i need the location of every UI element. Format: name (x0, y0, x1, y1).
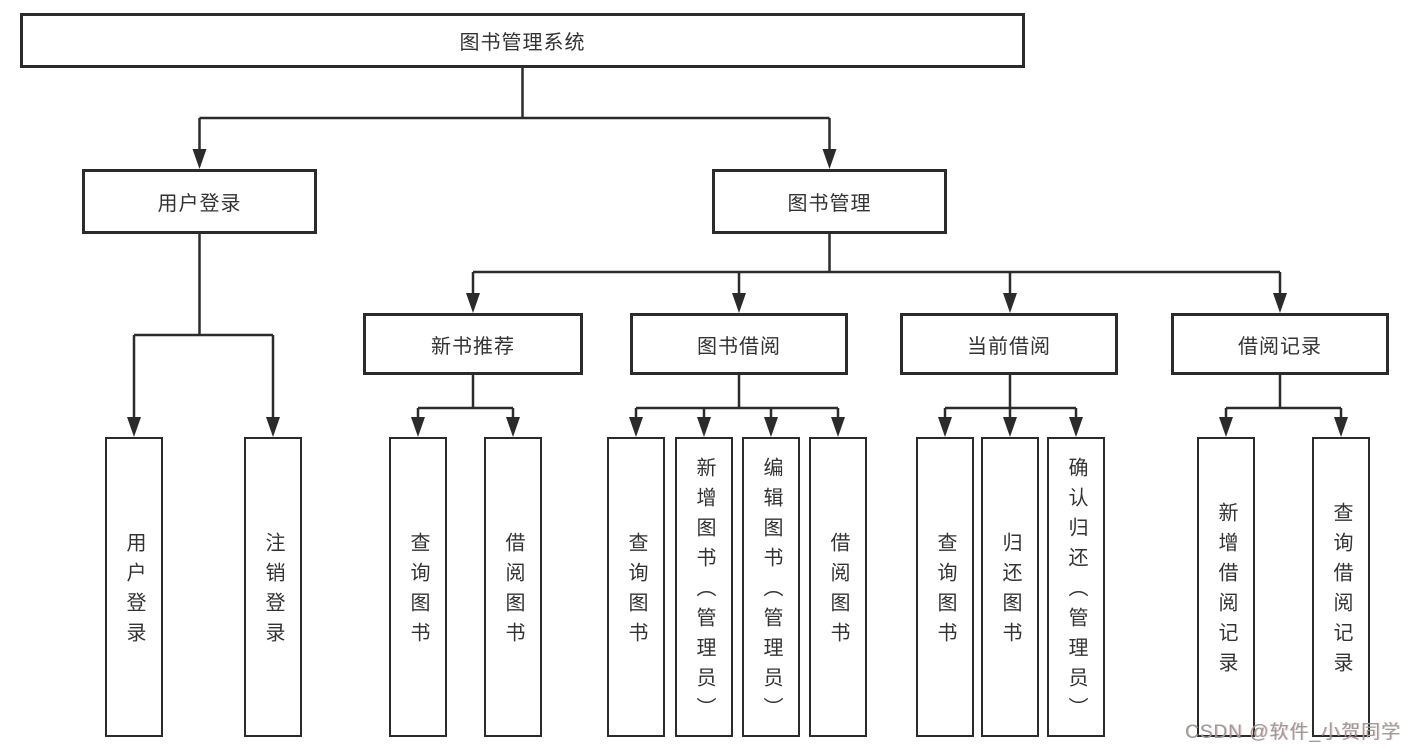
leaf-borrow-query-books: 查询图书 (607, 437, 665, 737)
node-new-book-recommend-label: 新书推荐 (431, 335, 515, 358)
leaf-current-return-books: 归还图书 (981, 437, 1039, 737)
leaf-current-confirm-return-admin: 确认归还（管理员） (1047, 437, 1105, 737)
leaf-borrow-add-books-admin: 新增图书（管理员） (675, 437, 733, 737)
leaf-borrow-add-books-admin-label: 新增图书（管理员） (693, 457, 715, 727)
node-current-borrow-label: 当前借阅 (967, 335, 1051, 358)
leaf-current-query-books: 查询图书 (916, 437, 974, 737)
leaf-records-query-record: 查询借阅记录 (1312, 437, 1370, 737)
node-borrow-records-label: 借阅记录 (1238, 335, 1322, 358)
node-book-borrow: 图书借阅 (630, 313, 848, 375)
leaf-logout-label: 注销登录 (262, 532, 284, 652)
node-root: 图书管理系统 (20, 13, 1025, 68)
leaf-borrow-borrow-books-label: 借阅图书 (827, 532, 849, 652)
node-user-login-label: 用户登录 (157, 193, 242, 215)
leaf-recommend-query-books-label: 查询图书 (407, 532, 429, 652)
node-borrow-records: 借阅记录 (1171, 313, 1389, 375)
csdn-watermark: CSDN @软件_小贺同学 (1185, 722, 1401, 743)
leaf-recommend-borrow-books-label: 借阅图书 (502, 532, 524, 652)
node-user-login: 用户登录 (82, 169, 317, 234)
leaf-current-confirm-return-admin-label: 确认归还（管理员） (1065, 457, 1087, 727)
leaf-recommend-borrow-books: 借阅图书 (484, 437, 542, 737)
leaf-logout: 注销登录 (244, 437, 302, 737)
node-book-borrow-label: 图书借阅 (697, 335, 781, 358)
leaf-records-add-record: 新增借阅记录 (1197, 437, 1255, 737)
leaf-user-login-label: 用户登录 (123, 532, 145, 652)
leaf-records-add-record-label: 新增借阅记录 (1215, 502, 1237, 682)
node-book-management-label: 图书管理 (787, 193, 872, 215)
leaf-recommend-query-books: 查询图书 (389, 437, 447, 737)
leaf-borrow-edit-books-admin-label: 编辑图书（管理员） (760, 457, 782, 727)
leaf-user-login: 用户登录 (105, 437, 163, 737)
node-current-borrow: 当前借阅 (900, 313, 1118, 375)
leaf-current-return-books-label: 归还图书 (999, 532, 1021, 652)
leaf-records-query-record-label: 查询借阅记录 (1330, 502, 1352, 682)
node-book-management: 图书管理 (712, 169, 947, 234)
node-new-book-recommend: 新书推荐 (363, 313, 583, 375)
leaf-borrow-query-books-label: 查询图书 (625, 532, 647, 652)
leaf-current-query-books-label: 查询图书 (934, 532, 956, 652)
leaf-borrow-edit-books-admin: 编辑图书（管理员） (742, 437, 800, 737)
leaf-borrow-borrow-books: 借阅图书 (809, 437, 867, 737)
node-root-label: 图书管理系统 (459, 32, 586, 54)
